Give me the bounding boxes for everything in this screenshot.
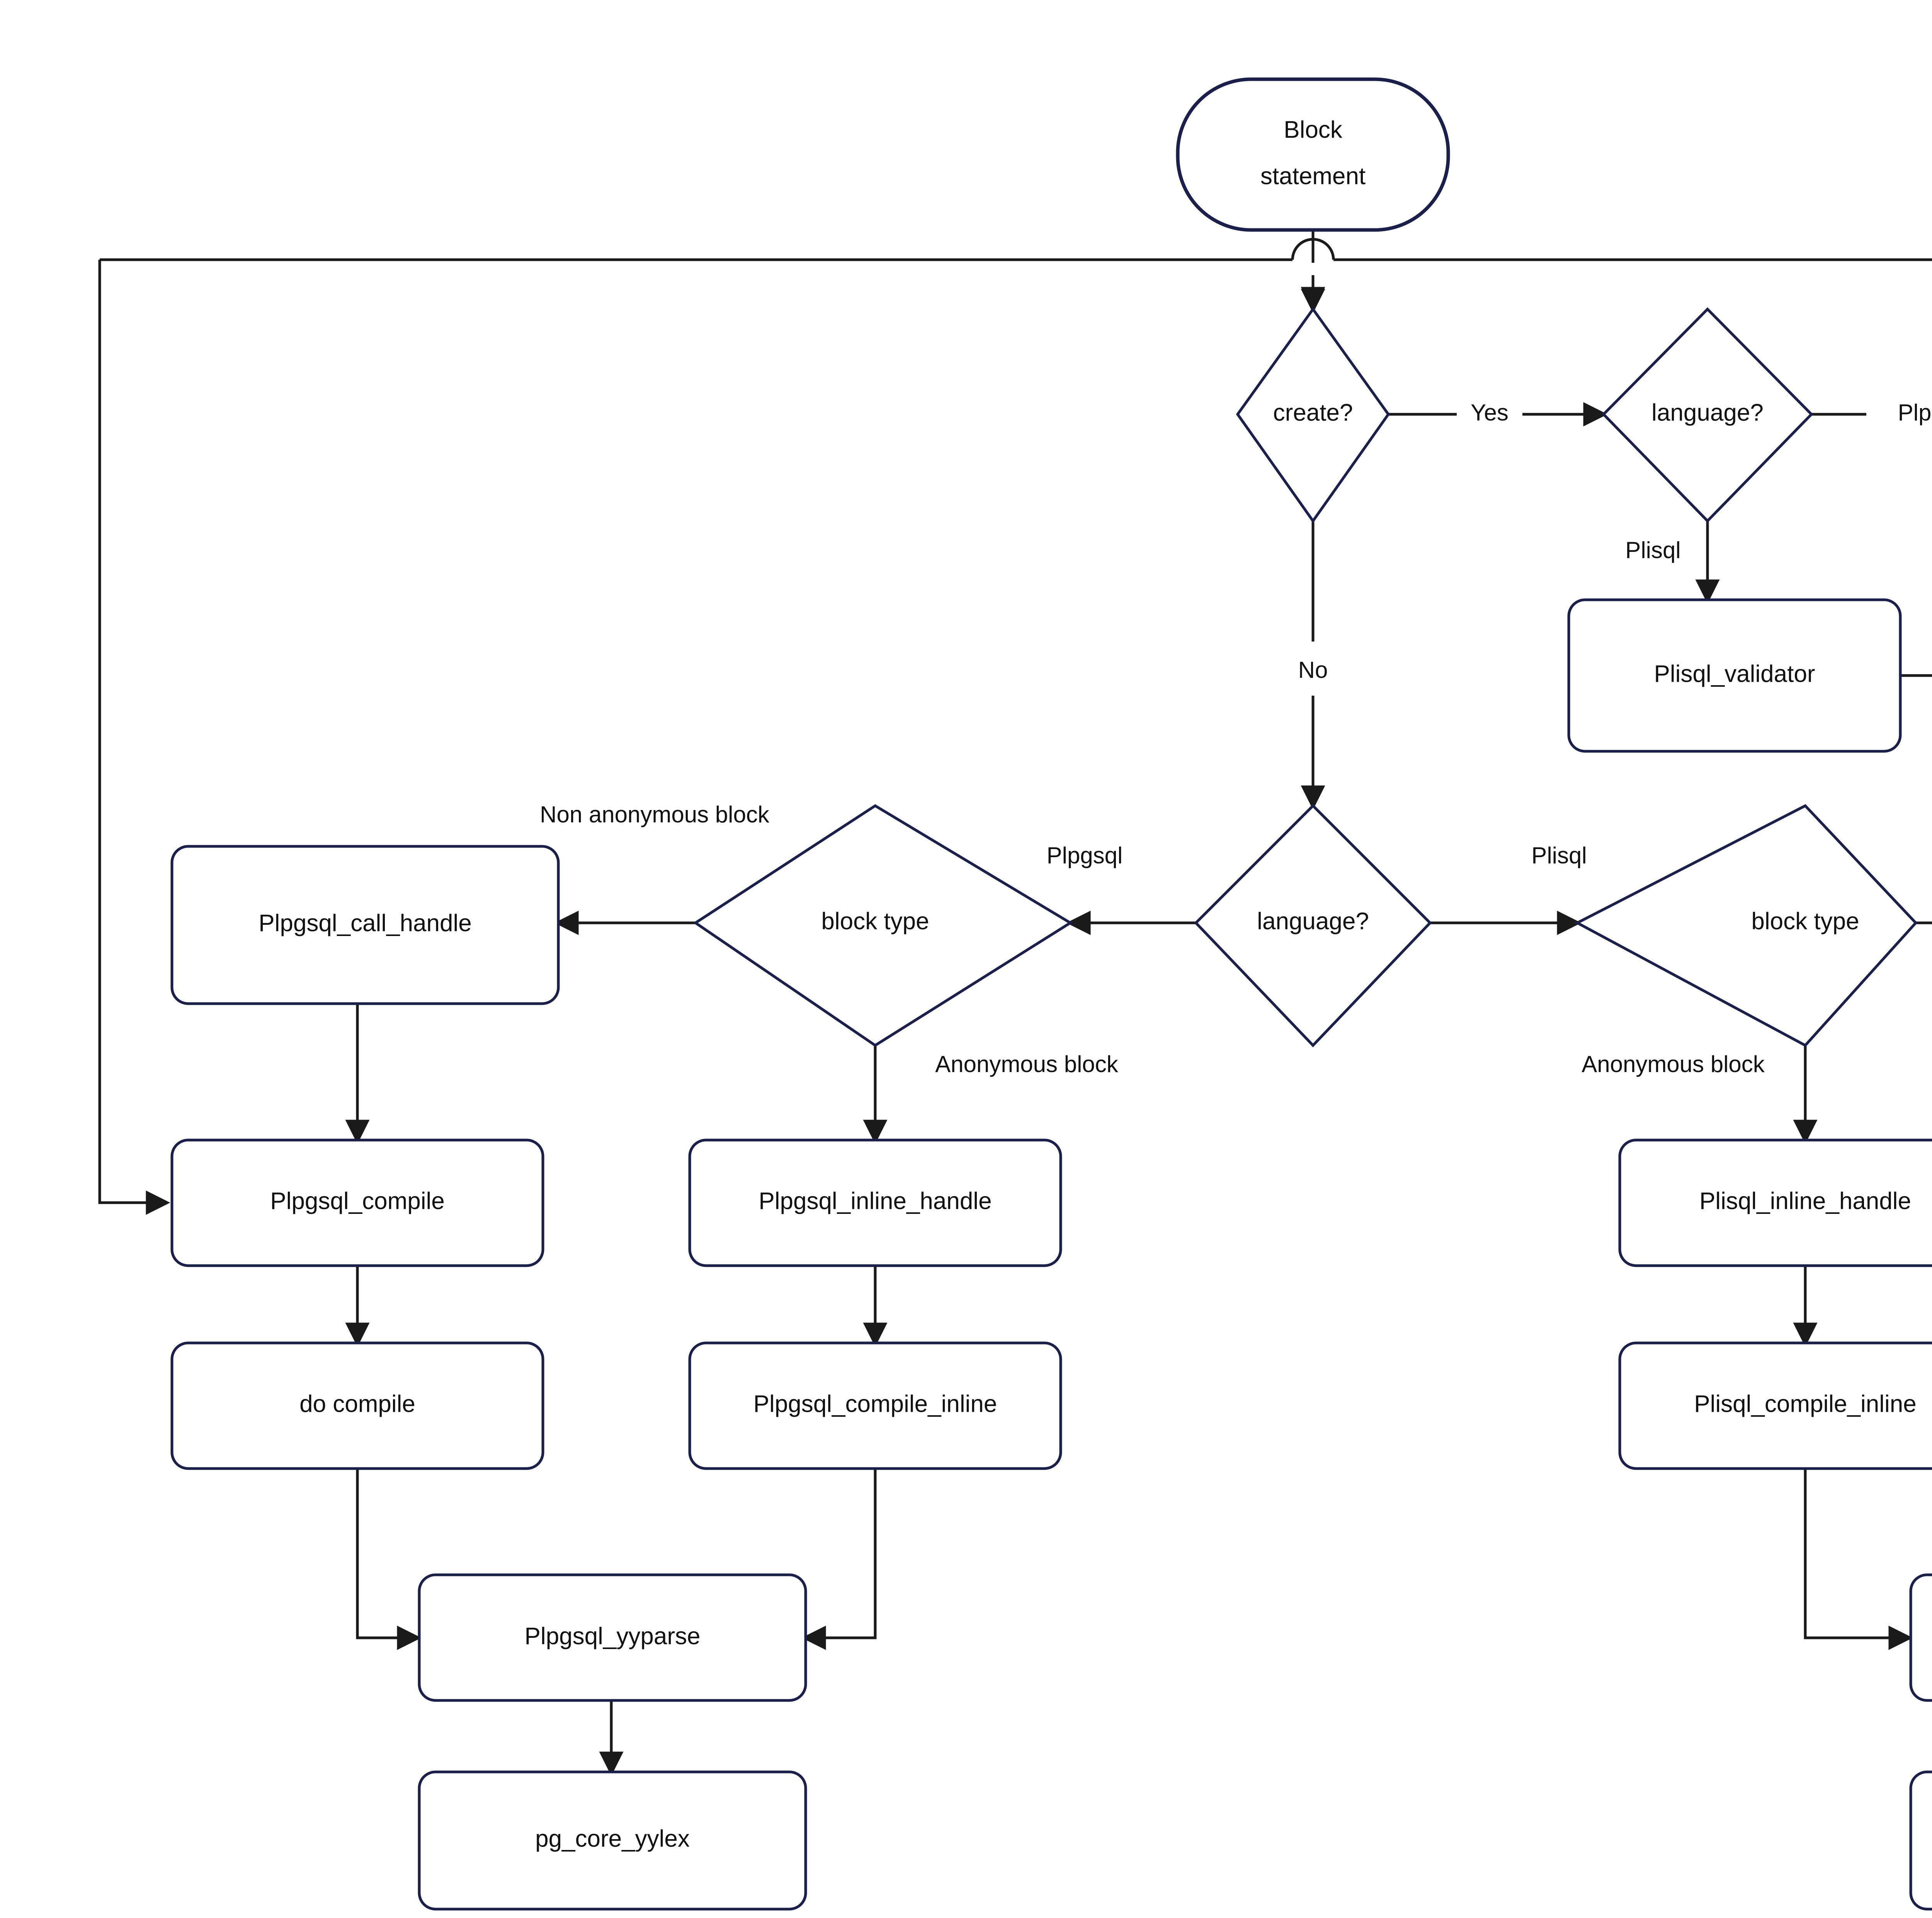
node-label-pg-core-yylex: pg_core_yylex (535, 1825, 690, 1852)
node-block-statement[interactable]: Block statement (1176, 77, 1450, 232)
node-layer: Block statement create? language? Plpgsq… (170, 77, 1932, 1911)
node-plisql-inline-handle[interactable]: Plisql_inline_handle (1618, 1139, 1932, 1267)
node-plpgsql-compile[interactable]: Plpgsql_compile (170, 1139, 544, 1267)
node-do-compile-left[interactable]: do compile (170, 1341, 544, 1470)
node-label-plpgsql-inline-handle: Plpgsql_inline_handle (759, 1188, 992, 1214)
node-label-block-statement-2: statement (1260, 163, 1366, 189)
edge-label-anonymous-left: Anonymous block (935, 1051, 1119, 1077)
edge-docompile-left-to-yyparse (356, 1469, 422, 1650)
return-bus-hop (1291, 238, 1335, 260)
edge-compileinline-right-to-yyparse (1804, 1469, 1913, 1650)
edge-label-non-anonymous-left: Non anonymous block (540, 802, 770, 827)
edge-compileinline-left-to-yyparse (801, 1469, 877, 1650)
edge-label-plpgsql-mid: Plpgsql (1047, 842, 1123, 868)
node-ora-core-yylex[interactable]: ora_core_yylex (1909, 1770, 1932, 1911)
node-label-language-top: language? (1651, 399, 1764, 426)
node-label-plpgsql-compile: Plpgsql_compile (270, 1188, 444, 1214)
node-pg-core-yylex[interactable]: pg_core_yylex (418, 1770, 807, 1911)
edge-label-anonymous-right: Anonymous block (1582, 1051, 1765, 1077)
edge-label-plisql-mid: Plisql (1531, 842, 1587, 868)
node-label-plpgsql-yyparse: Plpgsql_yyparse (525, 1623, 701, 1649)
node-language-decision-top[interactable]: language? (1602, 307, 1813, 523)
node-plisql-validator[interactable]: Plisql_validator (1567, 598, 1902, 753)
edge-layer: Yes No Plpgsql Plisql Plpgsql Plisql Non… (98, 230, 1932, 1776)
node-label-plisql-inline-handle: Plisql_inline_handle (1699, 1188, 1911, 1214)
node-plisql-compile-inline[interactable]: Plisql_compile_inline (1618, 1341, 1932, 1470)
node-language-decision-mid[interactable]: language? (1194, 804, 1432, 1048)
node-label-block-type-right: block type (1751, 908, 1859, 934)
node-plpgsql-compile-inline[interactable]: Plpgsql_compile_inline (688, 1341, 1062, 1470)
node-plpgsql-yyparse[interactable]: Plpgsql_yyparse (418, 1573, 807, 1702)
node-label-block-statement: Block (1284, 116, 1343, 143)
node-plpgsql-inline-handle[interactable]: Plpgsql_inline_handle (688, 1139, 1062, 1267)
edge-label-yes: Yes (1471, 400, 1509, 425)
node-create-decision[interactable]: create? (1236, 306, 1390, 524)
return-rail-left (98, 260, 170, 1215)
node-block-type-right[interactable]: block type (1574, 804, 1918, 1047)
node-plpgsql-call-handle[interactable]: Plpgsql_call_handle (170, 845, 560, 1005)
edge-label-plpgsql-top: Plpgsql (1898, 400, 1932, 425)
node-label-create: create? (1273, 399, 1353, 426)
node-label-plpgsql-compile-inline: Plpgsql_compile_inline (753, 1390, 997, 1417)
node-block-type-left[interactable]: block type (693, 804, 1073, 1047)
edge-label-no: No (1298, 657, 1328, 683)
node-label-plisql-compile-inline: Plisql_compile_inline (1694, 1390, 1917, 1417)
node-label-block-type-left: block type (821, 908, 929, 934)
node-label-plpgsql-call-handle: Plpgsql_call_handle (259, 910, 472, 936)
node-plisql-yyparse[interactable]: Plisql_yyparse (1909, 1573, 1932, 1702)
edge-label-plisql-top: Plisql (1625, 537, 1680, 563)
node-label-plisql-validator: Plisql_validator (1654, 660, 1815, 687)
edge-plisql-validator-to-compile (1900, 674, 1932, 677)
node-label-language-mid: language? (1257, 908, 1369, 934)
node-label-do-compile-left: do compile (299, 1390, 415, 1417)
